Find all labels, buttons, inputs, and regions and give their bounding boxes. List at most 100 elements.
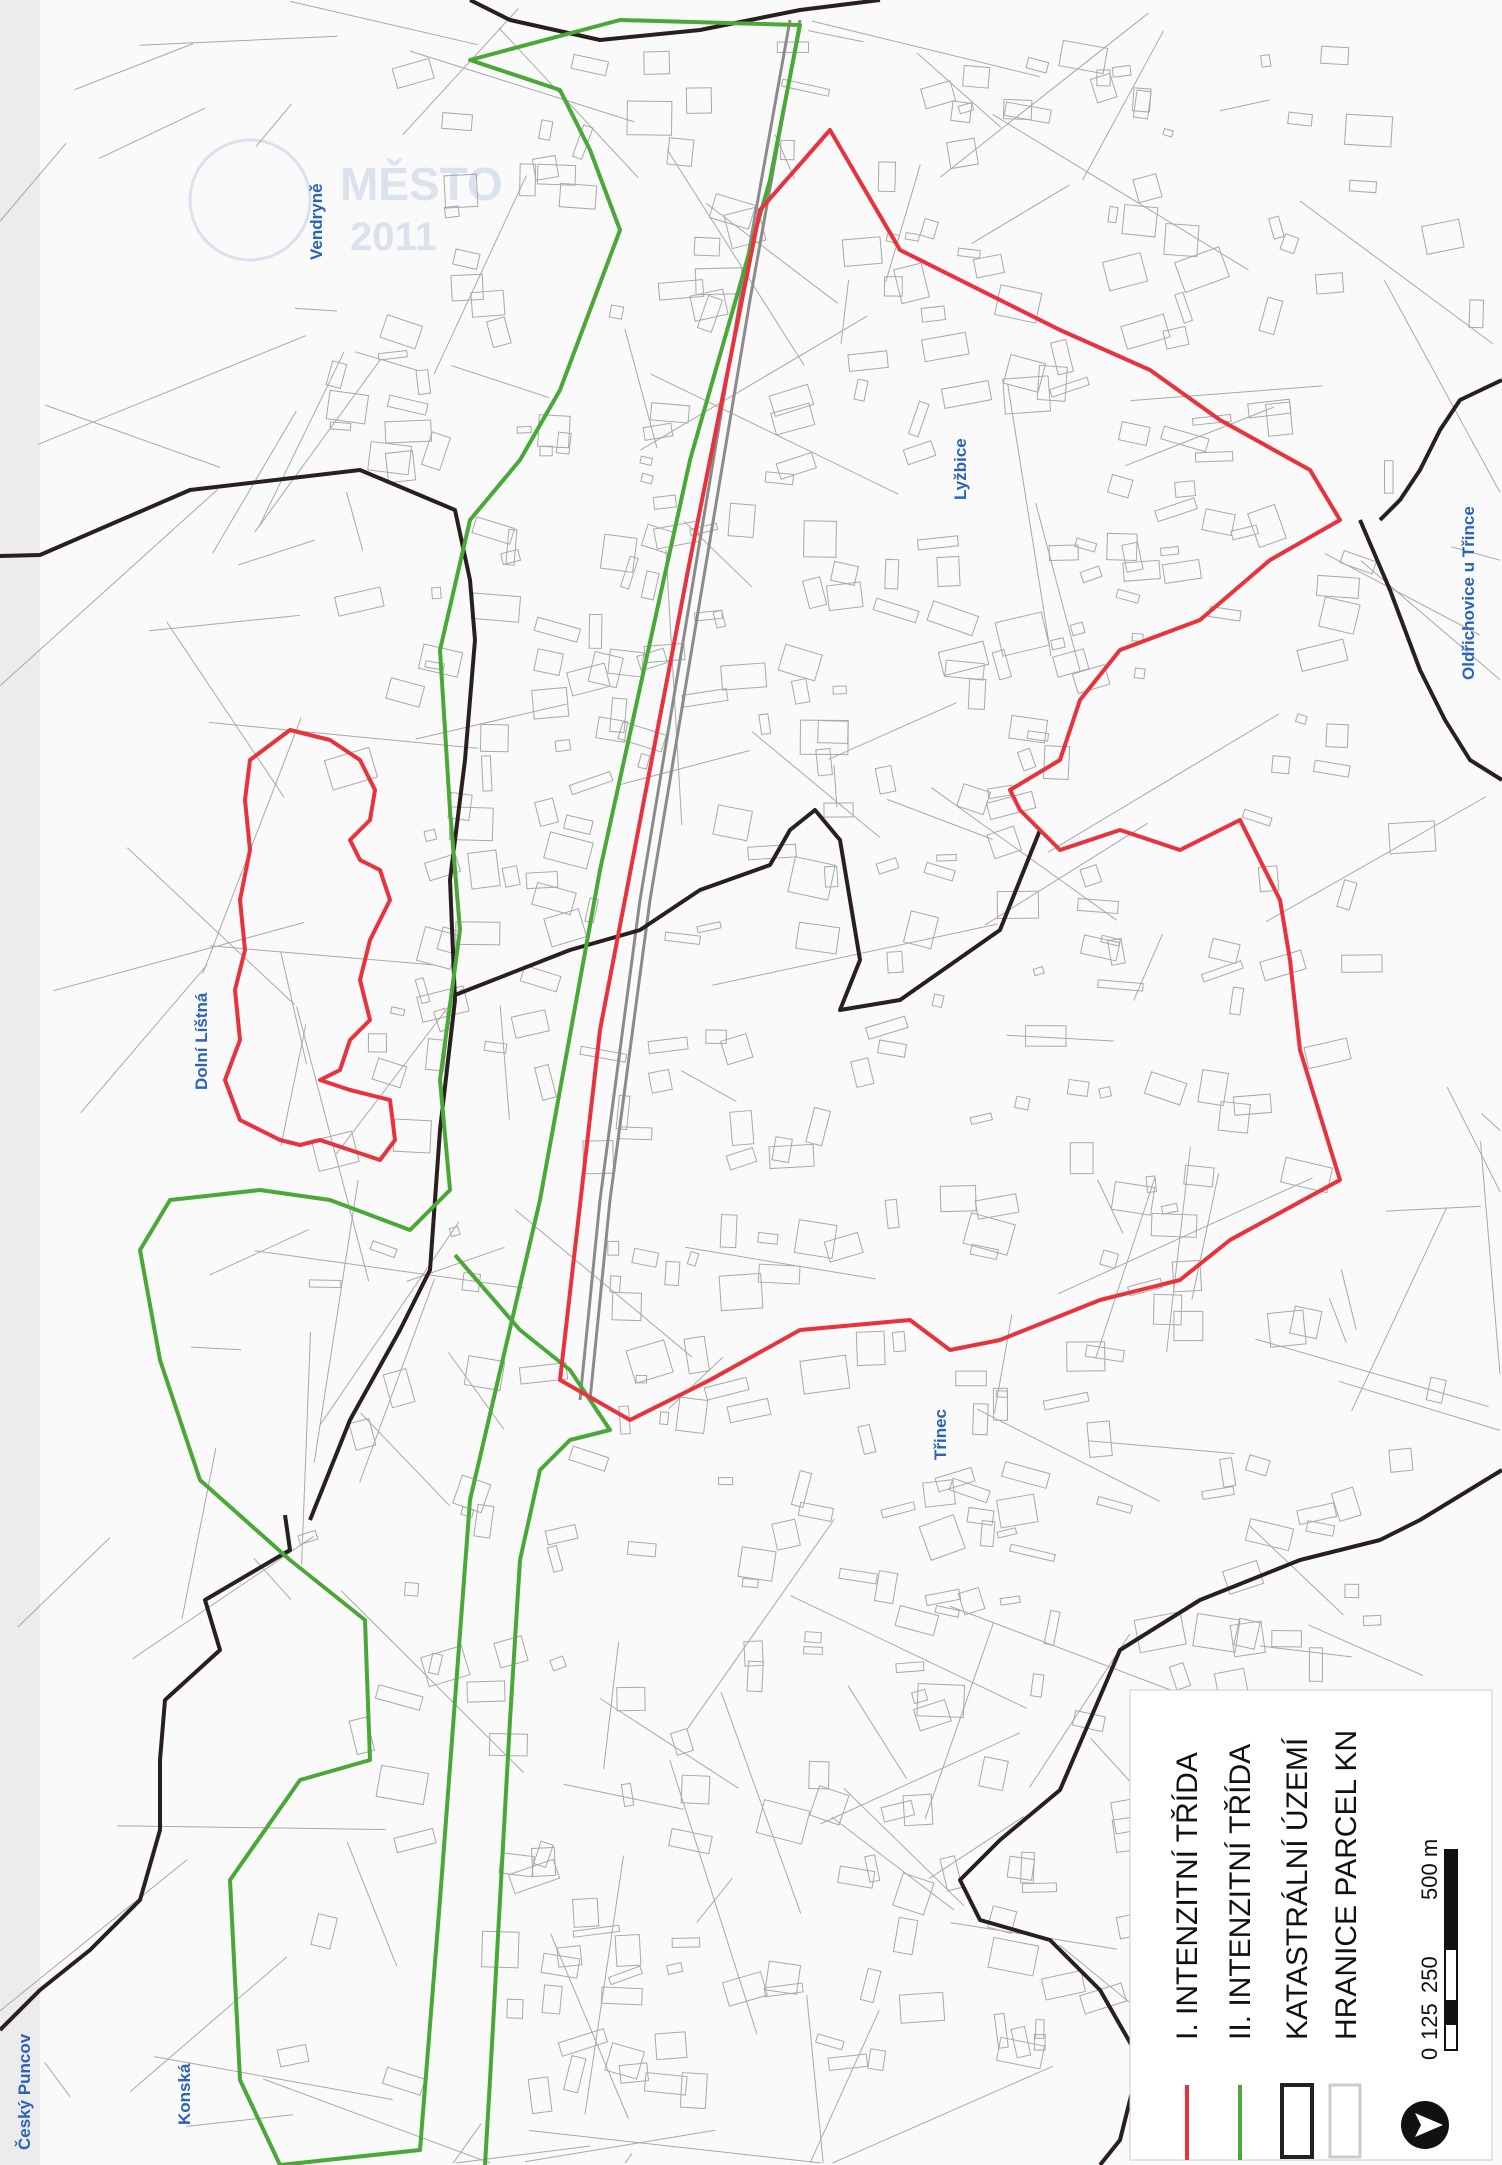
parcel [1066,1078,1090,1097]
parcel [1271,755,1291,775]
parcel [483,1040,508,1054]
parcel-line [624,2152,633,2164]
parcel [1325,723,1349,749]
parcel [838,1567,878,1585]
label-konska: Konská [175,2063,194,2125]
parcel [587,650,624,689]
parcel [1117,421,1151,447]
parcel [427,1652,444,1676]
parcel [1247,503,1287,549]
parcel [1244,1517,1295,1552]
parcel [991,648,1013,681]
parcel [1002,353,1047,393]
parcel [531,881,577,916]
parcel [832,685,847,695]
parcel-line [811,20,1040,78]
parcel [323,746,379,791]
parcel-line [301,1331,311,1565]
parcel [415,369,432,396]
parcel [1314,272,1345,295]
parcel [1257,865,1280,893]
parcel [764,1960,802,1995]
parcel [895,1661,925,1674]
parcel [966,1506,995,1526]
parcel [974,1193,1020,1220]
parcel [1111,64,1132,78]
parcel [1076,897,1120,915]
parcel [369,1240,398,1259]
parcel [939,1184,977,1213]
parcel [507,1858,561,1895]
parcel [595,716,629,743]
parcel [570,53,610,77]
parcel-line [1097,1179,1124,1234]
parcel [1106,473,1134,499]
parcel [931,993,945,1009]
parcel [640,570,660,601]
parcel [1121,203,1159,238]
parcel [1421,218,1465,255]
parcel [779,139,795,161]
parcel [540,1952,581,1979]
parcel [1084,1344,1125,1363]
parcel [1287,111,1314,127]
parcel-line [258,352,345,528]
parcel [579,1045,628,1063]
parcel [480,755,493,792]
parcel [934,1605,961,1618]
cadastral-line-top [469,0,881,42]
parcel [985,790,1037,821]
parcel-line [1265,796,1487,923]
parcel-line [650,373,899,495]
parcel-line [668,1356,724,1409]
parcel [803,1646,824,1656]
parcel [1079,864,1103,888]
parcel [530,1846,557,1877]
parcel [467,849,501,890]
parcel [554,739,572,753]
parcel [420,1645,471,1688]
parcel [916,535,959,551]
parcel [649,402,691,424]
parcel [1174,480,1197,498]
parcel [626,1540,657,1558]
parcel-line [1255,1338,1490,1408]
parcel [479,723,509,753]
parcel [652,494,677,510]
parcel-line [355,351,418,371]
parcel [859,1967,882,2004]
parcel [1086,1420,1113,1459]
parcel [934,1466,976,1493]
parcel [609,697,628,734]
parcel [607,648,645,678]
parcel [1042,745,1071,781]
parcel-line [0,488,219,687]
parcel-line [1057,1177,1313,1295]
parcel [1232,1093,1273,1116]
parcel-line [280,1024,307,1146]
parcel-line [313,1180,359,1464]
parcel [635,1374,648,1384]
north-arrow-icon [1401,2101,1449,2149]
cadastral-line-south-east [958,1468,1502,2165]
parcel [443,205,460,219]
parcel-line [1328,1297,1347,1343]
parcel [962,64,991,89]
parcel-line [1082,30,1164,181]
parcel [519,964,562,993]
parcel-line [254,359,381,533]
parcel [481,1930,520,1969]
parcel [325,360,348,390]
parcel [1201,1485,1235,1500]
parcel [485,316,512,349]
parcel-line [684,1246,876,1280]
parcel-line [290,0,479,46]
parcel [999,1595,1021,1606]
parcel [543,831,594,870]
parcel-line [450,365,550,399]
parcel [1106,532,1138,561]
parcel [527,2076,553,2115]
parcel [847,350,889,372]
parcel [1174,291,1194,324]
parcel [719,1033,754,1066]
